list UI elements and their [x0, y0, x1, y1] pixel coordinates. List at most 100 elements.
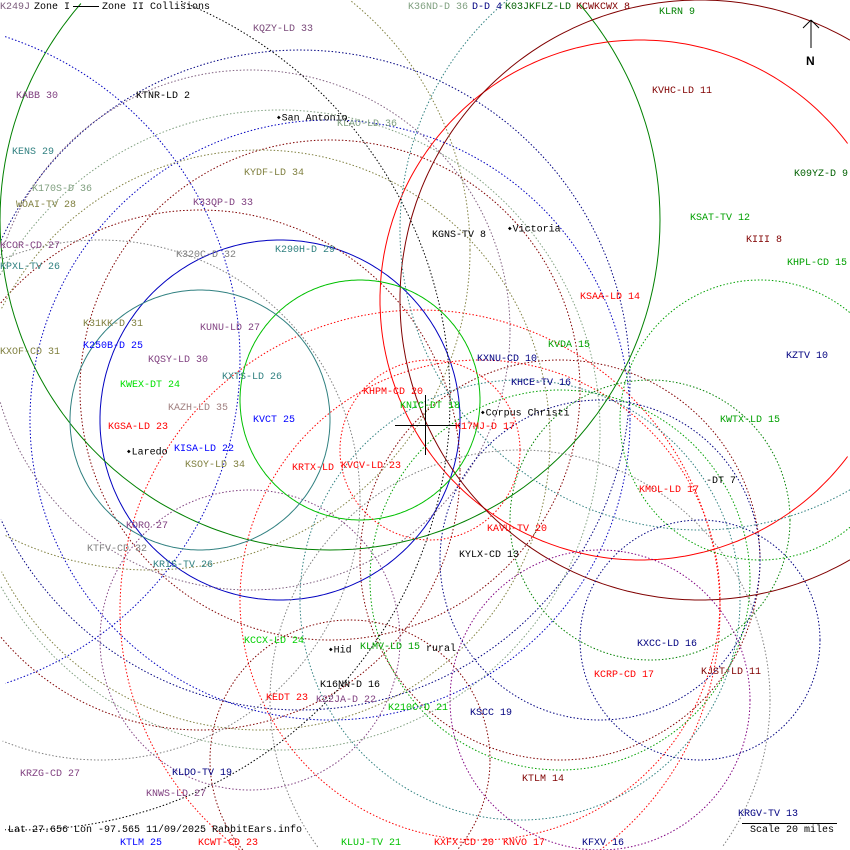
station-label[interactable]: KFXV 16 — [582, 838, 625, 849]
station-label[interactable]: KTLM 14 — [522, 774, 565, 785]
station-label[interactable]: KVHC-LD 11 — [652, 86, 713, 97]
station-label[interactable]: KVDA 15 — [548, 340, 591, 351]
station-label[interactable]: KLMV-LD 15 — [360, 642, 421, 653]
station-label[interactable]: KXTS-LD 26 — [222, 372, 283, 383]
station-label[interactable]: KXOF-CD 31 — [0, 347, 61, 358]
station-label[interactable]: KORO 27 — [126, 521, 169, 532]
station-label[interactable]: KLRN 9 — [659, 7, 696, 18]
station-label[interactable]: KJST-LD 11 — [701, 667, 762, 678]
station-label[interactable]: KXNU-CD 10 — [477, 354, 538, 365]
station-label[interactable]: KRGV-TV 13 — [738, 809, 799, 820]
station-label[interactable]: K170S-D 36 — [32, 184, 93, 195]
city-hidalgo: Hid — [329, 644, 352, 658]
station-label[interactable]: WOAI-TV 28 — [16, 200, 77, 211]
coverage-contour — [359, 359, 761, 761]
legend-zone1: Zone I — [34, 2, 71, 13]
coverage-contour — [99, 239, 461, 601]
city-san-antonio: San Antonio — [277, 112, 348, 126]
coverage-contour — [379, 39, 848, 561]
station-label[interactable]: KENS 29 — [12, 147, 55, 158]
station-label[interactable]: KABB 30 — [16, 91, 59, 102]
station-label[interactable]: KCRP-CD 17 — [594, 670, 655, 681]
station-label[interactable]: K09YZ-D 9 — [794, 169, 849, 180]
station-label[interactable]: KRTX-LD — [292, 463, 335, 474]
station-label[interactable]: KSAA-LD 14 — [580, 292, 641, 303]
station-label[interactable]: KCWKCWX 8 — [576, 2, 631, 13]
station-label[interactable]: KZTV 10 — [786, 351, 829, 362]
station-label[interactable]: KVCT 25 — [253, 415, 296, 426]
station-label[interactable]: K17MJ-D 17 — [455, 422, 516, 433]
coverage-contour — [239, 279, 481, 521]
station-label[interactable]: KXFX-CD 20 — [434, 838, 495, 849]
station-label[interactable]: KQSY-LD 30 — [148, 355, 209, 366]
station-label[interactable]: -DT 7 — [706, 476, 737, 487]
station-label[interactable]: KUNU-LD 27 — [200, 323, 261, 334]
station-label[interactable]: K36ND-D 36 — [408, 2, 469, 13]
city-laredo: Laredo — [127, 446, 168, 460]
station-label[interactable]: KTNR-LD 2 — [136, 91, 191, 102]
coverage-contour — [4, 0, 471, 571]
station-label[interactable]: K22JA-D 22 — [316, 695, 377, 706]
station-label[interactable]: KSCC 19 — [470, 708, 513, 719]
station-label[interactable]: KGSA-LD 23 — [108, 422, 169, 433]
station-label[interactable]: KAVU-TV 20 — [487, 524, 548, 535]
station-label[interactable]: KISA-LD 22 — [174, 444, 235, 455]
coverage-contour — [4, 0, 451, 831]
station-label[interactable]: KYDF-LD 34 — [244, 168, 305, 179]
coverage-contour — [29, 119, 631, 721]
station-label[interactable]: KHPL-CD 15 — [787, 258, 848, 269]
coverage-contour — [0, 3, 661, 551]
station-label[interactable]: KTLM 25 — [120, 838, 163, 849]
station-label[interactable]: K320C-D 32 — [176, 250, 237, 261]
station-label[interactable]: KHPM-CD 20 — [363, 387, 424, 398]
station-label[interactable]: KCWT-CD 23 — [198, 838, 259, 849]
station-label[interactable]: KLUJ-TV 21 — [341, 838, 402, 849]
station-label[interactable]: KVCV-LD 23 — [341, 461, 402, 472]
station-label[interactable]: K249J — [0, 2, 31, 13]
station-label[interactable]: K03JKFLZ-LD — [505, 2, 572, 13]
coverage-contour — [269, 449, 771, 848]
station-label[interactable]: KPXL-TV 26 — [0, 262, 61, 273]
station-label[interactable]: KXCC-LD 16 — [637, 639, 698, 650]
station-label[interactable]: KNIC-DT 18 — [400, 401, 461, 412]
station-label[interactable]: K31KK-D 31 — [83, 319, 144, 330]
coverage-contour — [439, 399, 761, 721]
station-label[interactable]: KSAT-TV 12 — [690, 213, 751, 224]
coverage-contour — [399, 0, 850, 531]
station-label[interactable]: KGNS-TV 8 — [432, 230, 487, 241]
station-label[interactable]: D-D 4 — [472, 2, 503, 13]
station-label[interactable]: KWTX-LD 15 — [720, 415, 781, 426]
legend-line — [73, 5, 100, 7]
station-label[interactable]: KMOL-LD 17 — [639, 485, 700, 496]
station-label[interactable]: KIII 8 — [746, 235, 783, 246]
station-label[interactable]: KYLX-CD 13 — [459, 550, 520, 561]
station-label[interactable]: KCCX-LD 24 — [244, 636, 305, 647]
station-label[interactable]: KRIS-TV 26 — [153, 560, 214, 571]
station-label[interactable]: KLAO-LD 36 — [337, 119, 398, 130]
scale-label: Scale 20 miles — [750, 825, 835, 836]
station-label[interactable]: K33QP-D 33 — [193, 198, 254, 209]
station-label[interactable]: KRZG-CD 27 — [20, 769, 81, 780]
station-label[interactable]: KAZH-LD 35 — [168, 403, 229, 414]
coverage-contour — [399, 0, 850, 601]
station-label[interactable]: KTFV-CD 32 — [87, 544, 148, 555]
coverage-contour — [619, 279, 850, 561]
station-label[interactable]: K16NN-D 16 — [320, 680, 381, 691]
station-label[interactable]: K290H-D 29 — [275, 245, 336, 256]
station-label[interactable]: KWEX-DT 24 — [120, 380, 181, 391]
station-label[interactable]: KLDO-TV 19 — [172, 768, 233, 779]
station-label[interactable]: KEDT 23 — [266, 693, 309, 704]
station-label[interactable]: KSOY-LD 34 — [185, 460, 246, 471]
station-label[interactable]: KNWS-LD 27 — [146, 789, 207, 800]
station-label[interactable]: KHCE-TV 16 — [511, 378, 572, 389]
coverage-contour — [299, 379, 741, 821]
city-rural: rural — [426, 644, 457, 655]
station-label[interactable]: K210C-D 21 — [388, 703, 449, 714]
station-label[interactable]: KNVO 17 — [503, 838, 546, 849]
station-label[interactable]: KQZY-LD 33 — [253, 24, 314, 35]
station-label[interactable]: K250B-D 25 — [83, 341, 144, 352]
station-label[interactable]: KCOR-CD 27 — [0, 241, 61, 252]
coverage-contour — [119, 309, 721, 850]
